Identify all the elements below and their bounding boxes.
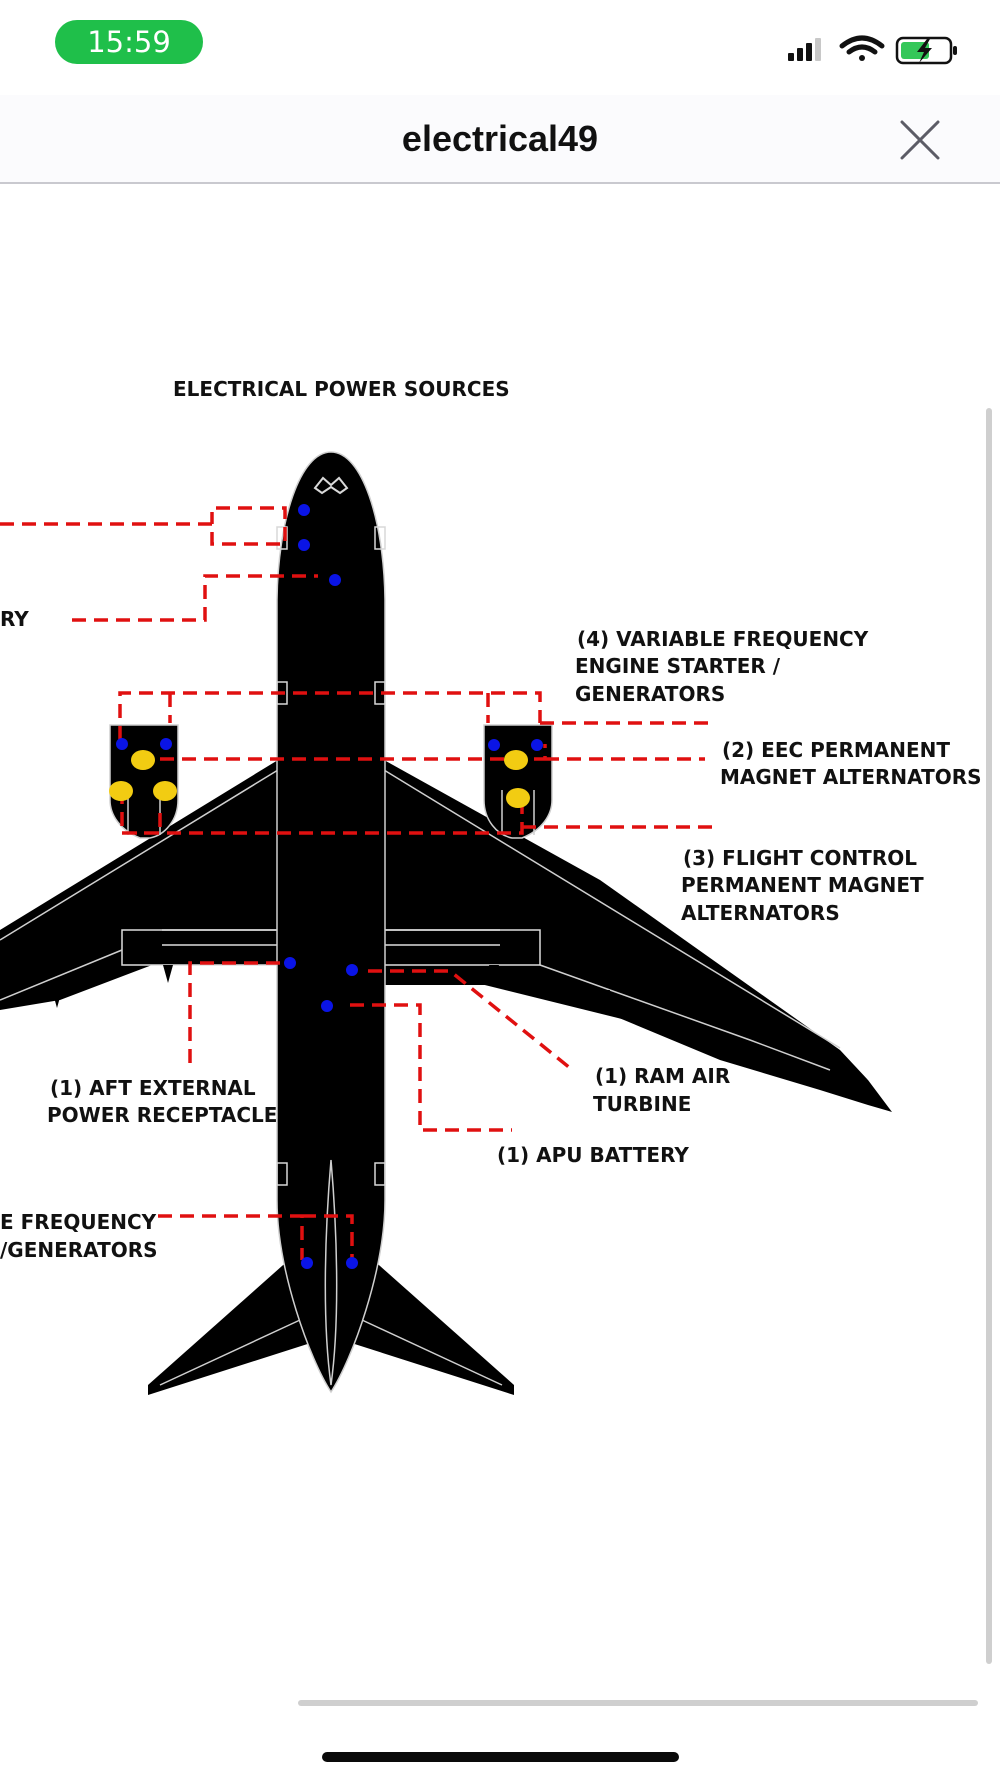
aircraft-silhouette (0, 451, 892, 1395)
svg-text:ALTERNATORS: ALTERNATORS (681, 901, 840, 925)
label-variable-frequency-starter: (4) VARIABLE FREQUENCY ENGINE STARTER / … (575, 627, 869, 706)
svg-text:MAGNET ALTERNATORS: MAGNET ALTERNATORS (720, 765, 982, 789)
diagram-title: ELECTRICAL POWER SOURCES (173, 377, 510, 401)
svg-text:(1) APU BATTERY: (1) APU BATTERY (497, 1143, 689, 1167)
svg-text:POWER RECEPTACLE: POWER RECEPTACLE (47, 1103, 277, 1127)
status-icons (780, 30, 980, 70)
generators (109, 750, 530, 808)
label-aft-external-power: (1) AFT EXTERNAL POWER RECEPTACLE (47, 1076, 277, 1127)
cellular-signal-icon (788, 38, 821, 61)
svg-text:(4) VARIABLE FREQUENCY: (4) VARIABLE FREQUENCY (577, 627, 869, 651)
label-apu-battery: (1) APU BATTERY (497, 1143, 689, 1167)
wifi-icon (839, 35, 885, 61)
electrical-power-diagram: ELECTRICAL POWER SOURCES (0, 184, 1000, 1684)
svg-text:RY: RY (0, 607, 29, 631)
svg-text:TURBINE: TURBINE (593, 1092, 691, 1116)
horizontal-scrollbar[interactable] (298, 1700, 978, 1706)
svg-text:(1) RAM AIR: (1) RAM AIR (595, 1064, 730, 1088)
svg-text:(3) FLIGHT CONTROL: (3) FLIGHT CONTROL (683, 846, 917, 870)
svg-text:ENGINE STARTER /: ENGINE STARTER / (575, 654, 781, 678)
close-button[interactable] (895, 115, 945, 165)
status-bar: 15:59 (0, 0, 1000, 95)
label-eec-pma: (2) EEC PERMANENT MAGNET ALTERNATORS (720, 738, 982, 789)
status-time: 15:59 (55, 20, 203, 64)
svg-text:/GENERATORS: /GENERATORS (0, 1238, 158, 1262)
close-icon (900, 120, 940, 160)
leader-lines (0, 506, 720, 1260)
home-indicator[interactable] (322, 1752, 679, 1762)
svg-text:PERMANENT MAGNET: PERMANENT MAGNET (681, 873, 924, 897)
svg-text:(2) EEC PERMANENT: (2) EEC PERMANENT (722, 738, 950, 762)
label-left-cut: RY (0, 607, 29, 631)
svg-text:(1) AFT EXTERNAL: (1) AFT EXTERNAL (50, 1076, 256, 1100)
label-flight-control-pma: (3) FLIGHT CONTROL PERMANENT MAGNET ALTE… (681, 846, 924, 925)
nav-bar: electrical49 (0, 95, 1000, 184)
page-title: electrical49 (401, 118, 599, 159)
label-apu-starter-generators: E FREQUENCY /GENERATORS (0, 1210, 158, 1262)
label-ram-air-turbine: (1) RAM AIR TURBINE (593, 1064, 730, 1116)
svg-text:GENERATORS: GENERATORS (575, 682, 725, 706)
battery-charging-icon (895, 36, 957, 65)
svg-text:E FREQUENCY: E FREQUENCY (0, 1210, 157, 1234)
sensor-dots (116, 504, 543, 1269)
vertical-scrollbar[interactable] (986, 408, 992, 1664)
